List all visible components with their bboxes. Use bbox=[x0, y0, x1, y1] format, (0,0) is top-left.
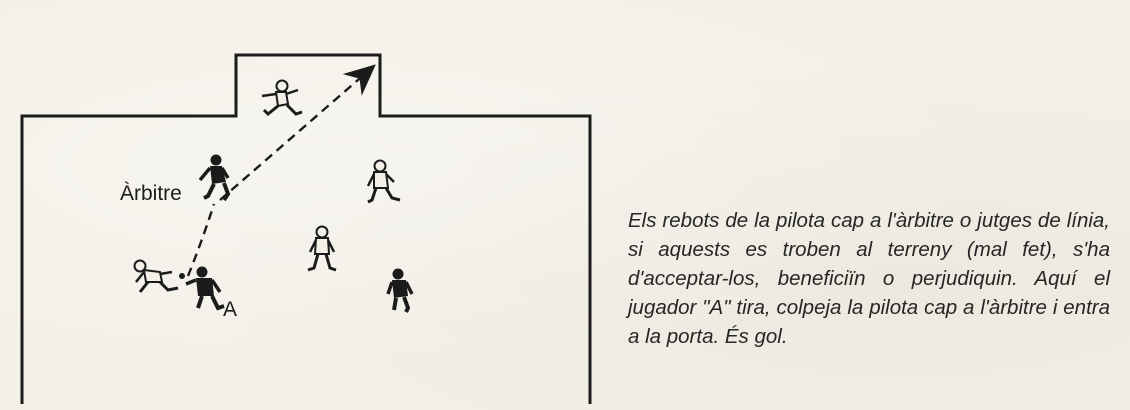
outfield-player-3-figure bbox=[386, 268, 414, 313]
goalkeeper-figure bbox=[261, 79, 303, 117]
ball-path-to-goal bbox=[219, 64, 376, 201]
caption-text: Els rebots de la pilota cap a l'àrbitre … bbox=[628, 209, 1110, 348]
ball-path-to-referee bbox=[186, 203, 216, 277]
player-a-figure bbox=[185, 266, 225, 311]
referee-label: Àrbitre bbox=[120, 182, 182, 205]
outfield-player-1-figure bbox=[366, 159, 401, 204]
referee-figure bbox=[198, 154, 231, 202]
court-boundary bbox=[20, 53, 592, 404]
outfield-player-2-figure bbox=[307, 225, 337, 272]
player-a-label: A bbox=[223, 298, 238, 321]
diving-player-figure bbox=[133, 259, 185, 293]
